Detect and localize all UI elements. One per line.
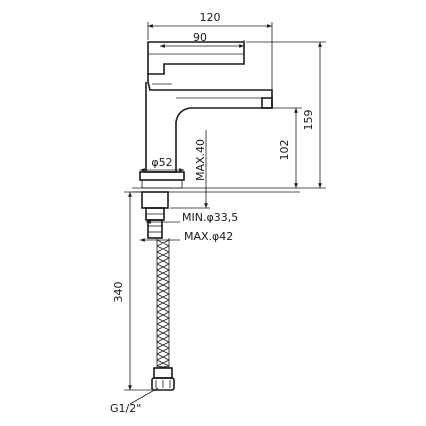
dimension-90: 90 — [160, 31, 245, 48]
label-hose-length: 340 — [112, 282, 125, 303]
label-spout-height: 102 — [278, 140, 291, 161]
label-max-deck-thickness: MAX.40 — [194, 139, 207, 181]
label-base-diameter: φ52 — [151, 156, 172, 169]
threaded-rod — [147, 219, 163, 239]
dimension-max-hole: MAX.φ42 — [140, 230, 233, 243]
label-handle-length: 90 — [193, 31, 207, 44]
aerator — [261, 97, 273, 109]
dimension-120: 120 — [147, 11, 273, 96]
dimension-min-hole: MIN.φ33,5 — [146, 211, 238, 224]
hose-connector — [151, 367, 175, 391]
flexible-hose — [156, 238, 170, 369]
label-total-height: 159 — [302, 110, 315, 131]
label-min-hole: MIN.φ33,5 — [182, 211, 238, 224]
faucet-handle — [147, 41, 245, 75]
dimension-102: 102 — [272, 107, 302, 188]
dimension-159: 159 — [246, 41, 326, 189]
dimension-base-diameter: φ52 — [140, 156, 184, 172]
dimension-340: 340 — [112, 191, 152, 391]
mounting-nut — [141, 191, 169, 209]
label-spout-reach: 120 — [200, 11, 221, 24]
label-thread: G1/2" — [110, 402, 141, 415]
mounting-assembly — [141, 191, 169, 239]
label-max-hole: MAX.φ42 — [184, 230, 233, 243]
thread-callout: G1/2" — [110, 387, 159, 415]
dimension-max-40: MAX.40 — [170, 130, 210, 209]
base-ring — [139, 171, 185, 181]
